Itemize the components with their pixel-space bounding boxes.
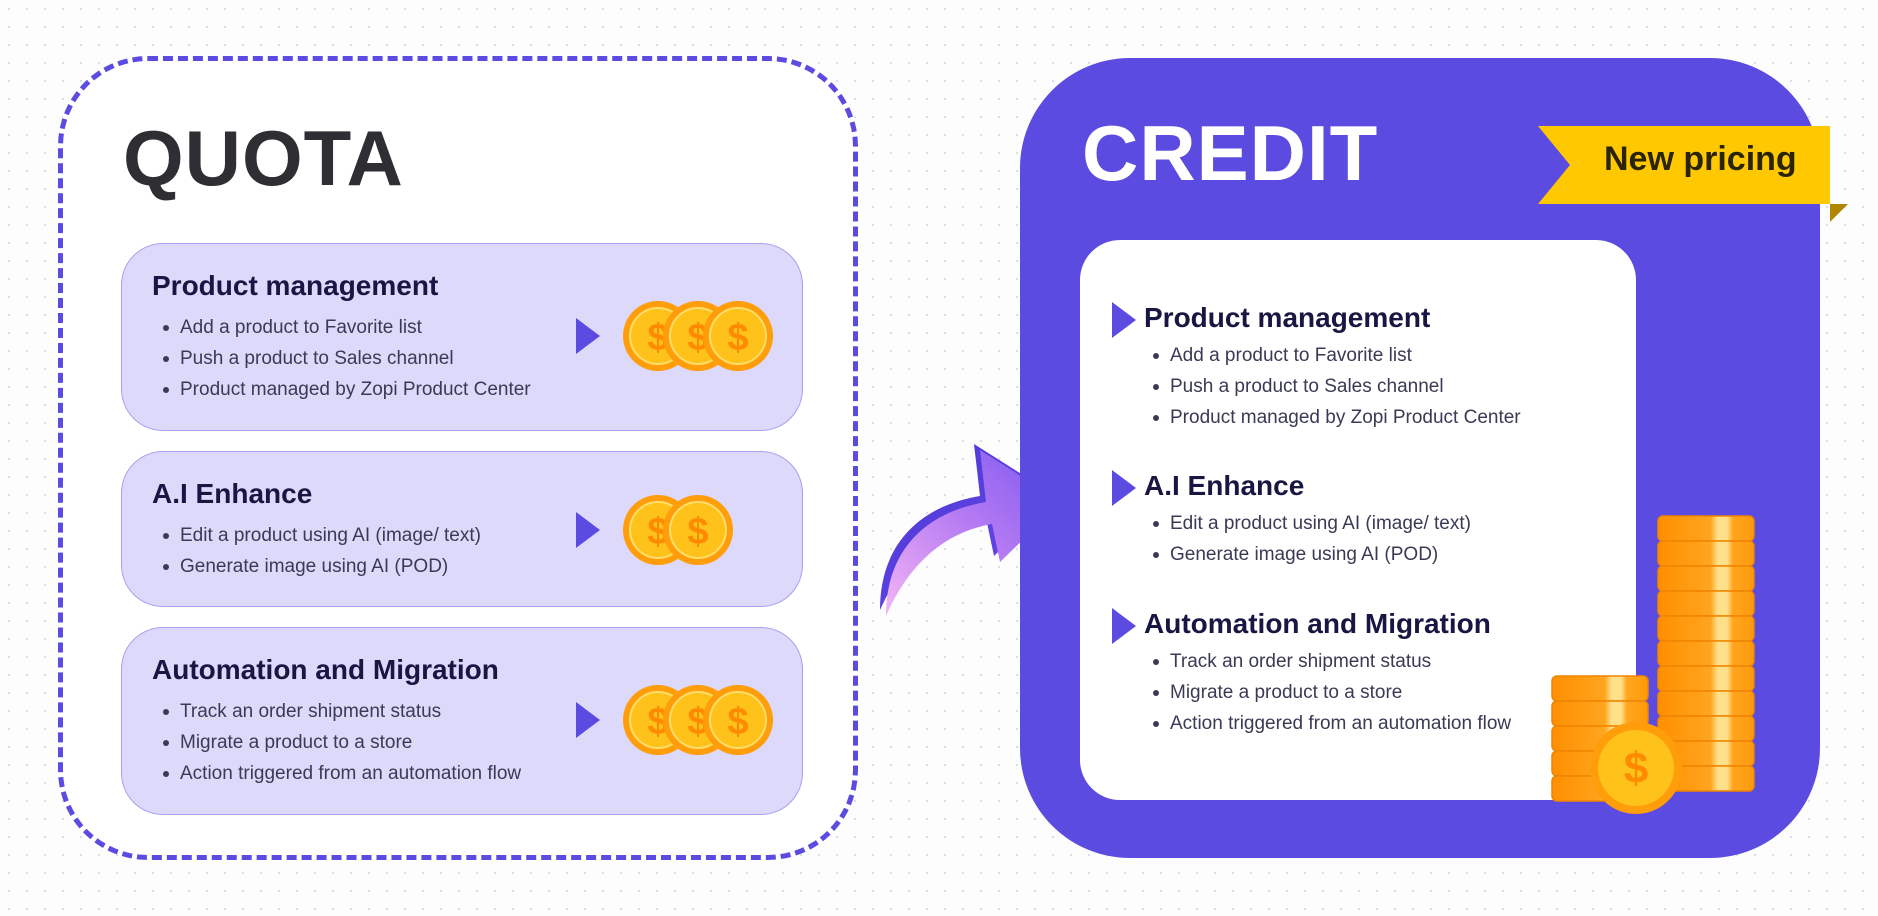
play-triangle-icon xyxy=(576,702,600,738)
list-item: Add a product to Favorite list xyxy=(1142,340,1521,371)
svg-text:$: $ xyxy=(687,511,708,553)
list-item: Track an order shipment status xyxy=(1142,646,1511,677)
quota-card-product-management: Product management Add a product to Favo… xyxy=(121,243,803,431)
svg-text:$: $ xyxy=(727,317,748,359)
feature-list: Edit a product using AI (image/ text) Ge… xyxy=(152,520,481,582)
card-title: A.I Enhance xyxy=(152,478,313,509)
play-triangle-icon xyxy=(1112,302,1136,338)
list-item: Product managed by Zopi Product Center xyxy=(152,374,531,405)
card-title: Automation and Migration xyxy=(152,654,499,685)
list-item: Action triggered from an automation flow xyxy=(1142,708,1511,739)
svg-text:$: $ xyxy=(727,701,748,743)
list-item: Migrate a product to a store xyxy=(1142,677,1511,708)
svg-text:$: $ xyxy=(687,317,708,359)
feature-list: Add a product to Favorite list Push a pr… xyxy=(152,312,531,405)
list-item: Push a product to Sales channel xyxy=(1142,371,1521,402)
section-title: Product management xyxy=(1144,302,1431,333)
feature-list: Track an order shipment status Migrate a… xyxy=(1142,646,1511,739)
quota-title: QUOTA xyxy=(123,114,404,202)
quota-card-ai-enhance: A.I Enhance Edit a product using AI (ima… xyxy=(121,451,803,607)
section-title: Automation and Migration xyxy=(1144,608,1491,639)
quota-card-automation-migration: Automation and Migration Track an order … xyxy=(121,627,803,815)
coin-stack-icon: $ xyxy=(1551,515,1755,814)
feature-list: Track an order shipment status Migrate a… xyxy=(152,696,521,789)
svg-text:$: $ xyxy=(647,701,668,743)
list-item: Edit a product using AI (image/ text) xyxy=(152,520,481,551)
dollar-coin-icon: $ xyxy=(663,495,733,565)
play-triangle-icon xyxy=(1112,470,1136,506)
section-title: A.I Enhance xyxy=(1144,470,1305,501)
svg-text:$: $ xyxy=(687,701,708,743)
list-item: Generate image using AI (POD) xyxy=(1142,539,1471,570)
feature-list: Edit a product using AI (image/ text) Ge… xyxy=(1142,508,1471,570)
feature-list: Add a product to Favorite list Push a pr… xyxy=(1142,340,1521,433)
quota-panel: QUOTA Product management Add a product t… xyxy=(58,56,858,860)
dollar-coin-icon: $ xyxy=(703,685,773,755)
new-pricing-badge: New pricing xyxy=(1604,140,1797,178)
play-triangle-icon xyxy=(576,318,600,354)
svg-text:$: $ xyxy=(647,511,668,553)
list-item: Product managed by Zopi Product Center xyxy=(1142,402,1521,433)
coin-group: $ $ $ xyxy=(622,300,774,372)
svg-text:$: $ xyxy=(647,317,668,359)
list-item: Edit a product using AI (image/ text) xyxy=(1142,508,1471,539)
svg-text:$: $ xyxy=(1624,744,1648,793)
card-title: Product management xyxy=(152,270,439,301)
credit-panel: CREDIT New pricing Product management Ad… xyxy=(1020,58,1848,858)
list-item: Action triggered from an automation flow xyxy=(152,758,521,789)
curved-arrow-icon xyxy=(880,444,1062,616)
list-item: Track an order shipment status xyxy=(152,696,521,727)
coin-group: $$ xyxy=(622,494,734,566)
play-triangle-icon xyxy=(576,512,600,548)
list-item: Generate image using AI (POD) xyxy=(152,551,481,582)
coin-group: $ $ $ xyxy=(622,684,774,756)
play-triangle-icon xyxy=(1112,608,1136,644)
list-item: Add a product to Favorite list xyxy=(152,312,531,343)
ribbon-badge-icon xyxy=(1538,126,1848,222)
list-item: Push a product to Sales channel xyxy=(152,343,531,374)
list-item: Migrate a product to a store xyxy=(152,727,521,758)
credit-card: Product management Add a product to Favo… xyxy=(1080,240,1636,800)
credit-title: CREDIT xyxy=(1082,109,1379,197)
dollar-coin-icon: $ xyxy=(703,301,773,371)
